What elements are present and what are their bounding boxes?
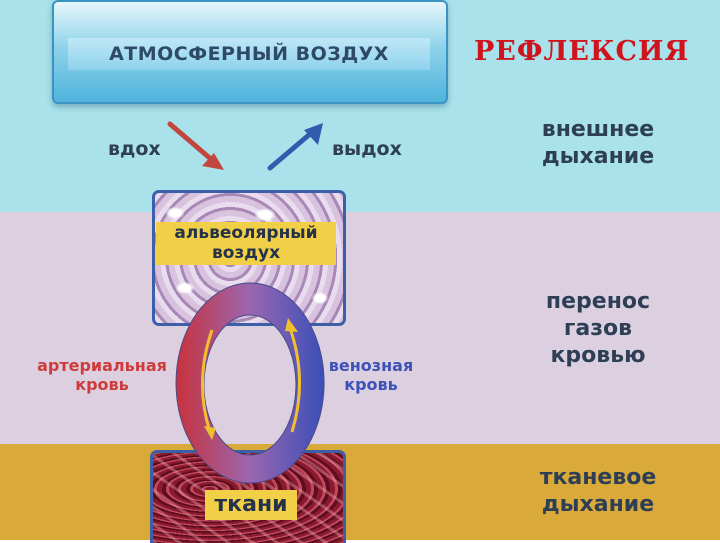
arterial-blood-line2: кровь	[75, 375, 129, 394]
alveolar-air-label: альвеолярный воздух	[156, 222, 336, 265]
stage-gas-transport: перенос газов кровью	[508, 288, 688, 369]
venous-blood-line1: венозная	[328, 356, 414, 375]
stage-transport-line2: газов	[563, 316, 633, 341]
arterial-blood-label: артериальная кровь	[28, 356, 176, 394]
stage-transport-line3: кровью	[550, 343, 646, 368]
alveolar-air-label-line2: воздух	[211, 243, 281, 263]
arterial-blood-line1: артериальная	[37, 356, 167, 375]
venous-blood-line2: кровь	[344, 375, 398, 394]
tissue-respiration-band	[0, 444, 720, 540]
exhale-label: выдох	[332, 138, 402, 160]
atmospheric-air-label: АТМОСФЕРНЫЙ ВОЗДУХ	[68, 38, 430, 70]
stage-transport-line1: перенос	[545, 289, 651, 314]
stage-external-line1: внешнее	[541, 117, 655, 142]
venous-blood-label: венозная кровь	[322, 356, 420, 394]
tissue-label: ткани	[205, 490, 297, 520]
stage-external-line2: дыхание	[541, 144, 655, 169]
page-title: РЕФЛЕКСИЯ	[474, 36, 690, 67]
atmospheric-air-box: АТМОСФЕРНЫЙ ВОЗДУХ	[52, 0, 448, 104]
stage-tissue-line2: дыхание	[541, 492, 655, 517]
stage-external-respiration: внешнее дыхание	[508, 116, 688, 170]
stage-tissue-respiration: тканевое дыхание	[508, 464, 688, 518]
alveolar-air-label-line1: альвеолярный	[174, 223, 318, 243]
gas-transport-band	[0, 212, 720, 444]
inhale-label: вдох	[108, 138, 161, 160]
stage-tissue-line1: тканевое	[539, 465, 657, 490]
